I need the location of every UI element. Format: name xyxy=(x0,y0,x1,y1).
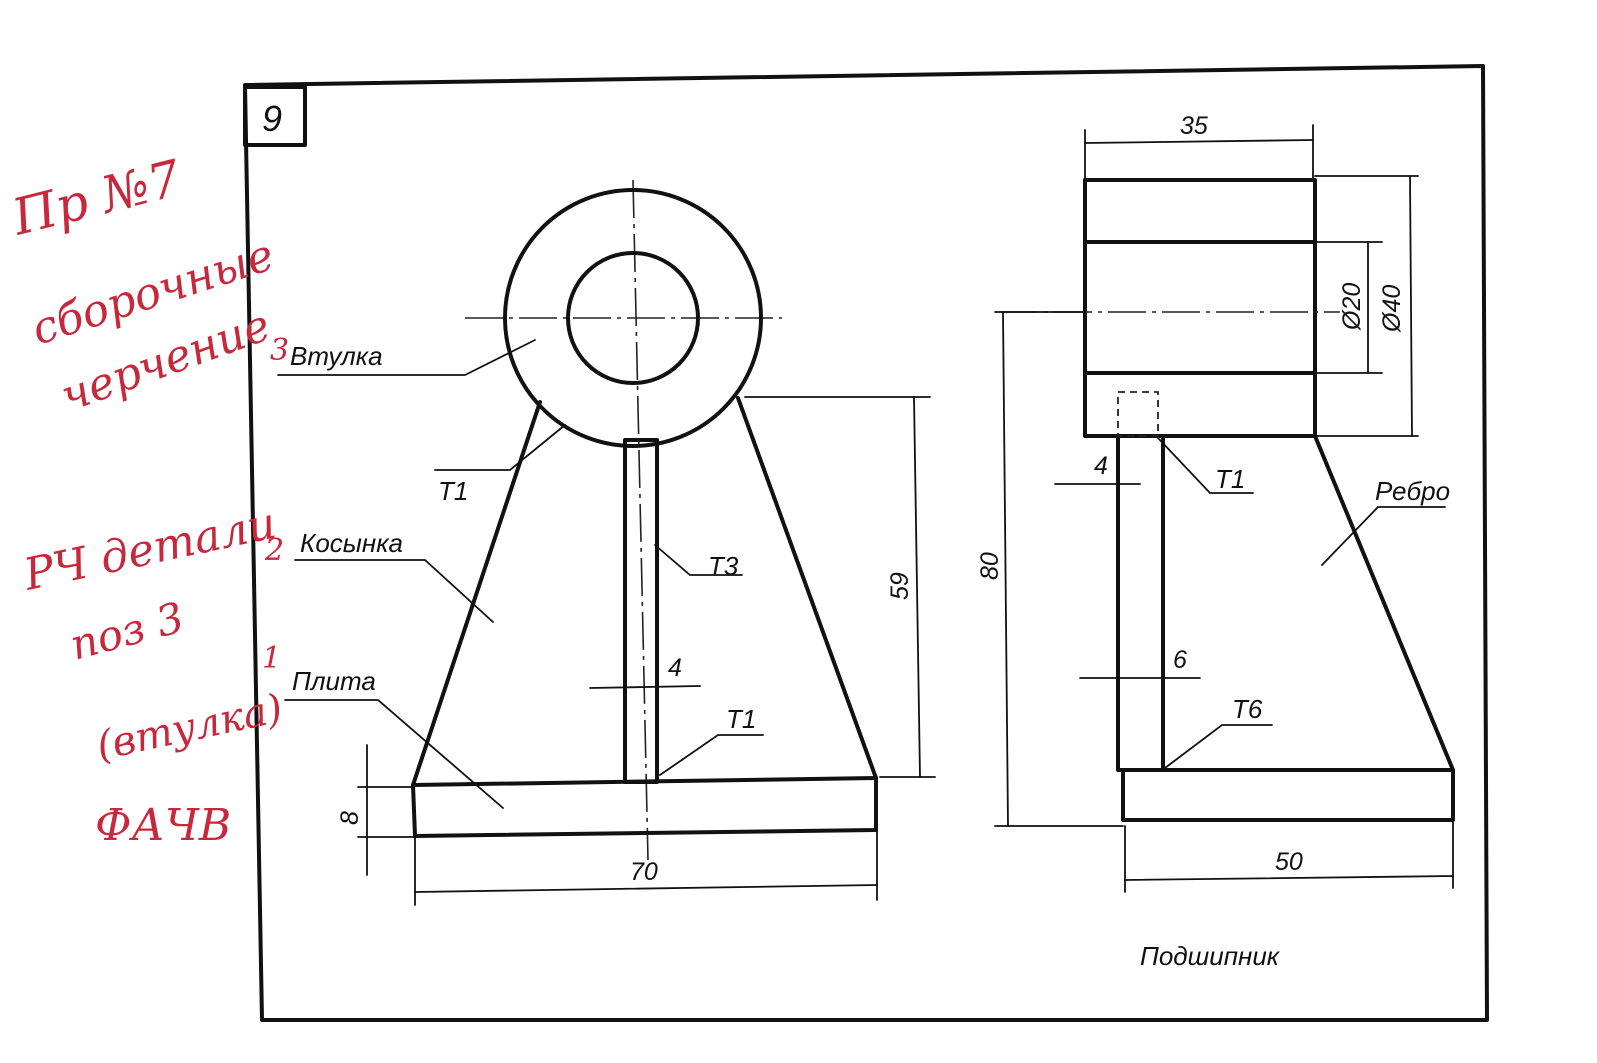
note-part-drawing: РЧ детали xyxy=(19,498,281,601)
handwritten-notes: Пр №7 сборочные черчение РЧ детали поз 3… xyxy=(6,149,289,851)
sheet-frame: 9 xyxy=(243,64,1489,1022)
note-practice-number: Пр №7 xyxy=(6,149,187,247)
weld-t3: T3 xyxy=(708,551,739,581)
label-rib: Ребро xyxy=(1375,476,1450,506)
weld-t6: T6 xyxy=(1232,694,1263,724)
note-position: поз 3 xyxy=(65,592,189,669)
position-number-1: 1 xyxy=(262,641,281,676)
center-rib xyxy=(623,438,659,784)
dim-plate-8: 8 xyxy=(336,811,364,825)
weld-t1-lower: T1 xyxy=(726,704,756,734)
dim-diameter-40: Ø40 xyxy=(1378,285,1406,333)
rib-edge xyxy=(1313,434,1455,772)
bushing-bore xyxy=(1083,240,1317,375)
vertical-centerline xyxy=(632,179,649,861)
bushing-section-top xyxy=(1083,178,1317,244)
base-section xyxy=(1121,768,1455,822)
label-gusset: Косынка xyxy=(300,528,403,558)
dim-wall-4: 4 xyxy=(1094,452,1108,480)
label-plate: Плита xyxy=(292,666,376,696)
drawing-title: Подшипник xyxy=(1140,941,1281,971)
label-bushing: Втулка xyxy=(290,341,383,371)
dim-base-50: 50 xyxy=(1275,848,1303,876)
weld-t1-upper: T1 xyxy=(438,476,468,506)
side-view: 35 Ø20 Ø40 80 4 6 50 T1 Ребро T6 Подшипн… xyxy=(976,112,1455,971)
gusset-right-edge xyxy=(736,396,878,780)
bushing-outer-circle xyxy=(503,188,763,448)
weld-t1-side: T1 xyxy=(1215,464,1245,494)
note-signature: ФАЧВ xyxy=(95,800,231,851)
base-plate xyxy=(411,776,878,838)
wall-section xyxy=(1116,434,1165,772)
sheet-number: 9 xyxy=(262,98,282,139)
dim-width-70: 70 xyxy=(630,858,658,886)
dim-width-35: 35 xyxy=(1180,112,1208,140)
dim-height-59: 59 xyxy=(886,572,914,600)
bushing-section-bottom xyxy=(1083,371,1317,438)
sheet-number-box xyxy=(243,85,307,147)
position-number-2: 2 xyxy=(264,533,284,568)
dim-thickness-4: 4 xyxy=(668,654,682,682)
gusset-left-edge xyxy=(411,400,542,787)
dim-height-80: 80 xyxy=(976,552,1004,580)
front-view: 59 4 8 70 Втулка T1 Косынка T3 Плита T1 xyxy=(277,179,936,906)
dim-wall-6: 6 xyxy=(1173,646,1187,674)
dim-diameter-20: Ø20 xyxy=(1338,283,1366,331)
position-number-3: 3 xyxy=(270,333,289,368)
bushing-bore-circle xyxy=(566,251,700,385)
